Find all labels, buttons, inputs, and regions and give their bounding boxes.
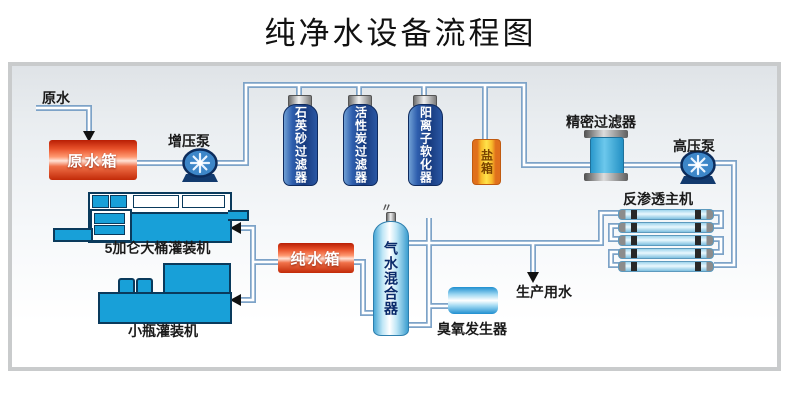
quartz-sand-filter: 石英砂过滤器: [283, 104, 318, 186]
ro-membrane-tube: [618, 222, 714, 233]
arrow-into-raw-tank: [83, 131, 95, 142]
high-pressure-pump-label: 高压泵: [673, 138, 715, 154]
machine-cell: [92, 195, 109, 208]
arrow-into-gallon-filler: [230, 222, 241, 234]
gallon-filler-outlet: [228, 210, 249, 221]
raw-water-tank: 原水箱: [49, 140, 137, 180]
carbon-filter-label: 活性炭过滤器: [353, 106, 368, 184]
cation-softener: 阳离子软化器: [408, 104, 443, 186]
precision-filter-body: [590, 137, 624, 176]
ro-membrane-tube: [618, 261, 714, 272]
page-title: 纯净水设备流程图: [264, 16, 537, 51]
ro-membrane-tube: [618, 209, 714, 220]
production-water-label: 生产用水: [516, 284, 572, 300]
high-pressure-pump-icon: [680, 150, 716, 184]
arrow-production-water: [527, 272, 539, 283]
pipe-core: [36, 83, 736, 327]
precision-filter-top-flange: [584, 130, 628, 138]
activated-carbon-filter: 活性炭过滤器: [343, 104, 378, 186]
reverse-osmosis-label: 反渗透主机: [623, 191, 693, 207]
salt-tank-label: 盐箱: [479, 149, 494, 175]
cabinet-bar: [94, 225, 125, 235]
quartz-filter-label: 石英砂过滤器: [293, 106, 308, 184]
cabinet-bar: [94, 213, 125, 224]
booster-pump-icon: [182, 148, 218, 182]
gallon-filler-conveyor: [53, 228, 93, 242]
bottle-filling-machine-body: [98, 292, 232, 324]
salt-tank: 盐箱: [472, 139, 501, 185]
gas-water-mixer-label: 气水混合器: [383, 241, 399, 316]
cation-softener-label: 阳离子软化器: [418, 106, 433, 184]
mixer-vent-mark: 〃: [381, 202, 392, 214]
arrow-into-bottle-filler: [230, 294, 241, 306]
machine-top-strip: [88, 192, 232, 214]
raw-water-label: 原水: [42, 90, 70, 106]
ozone-generator: [448, 287, 498, 314]
pure-water-tank: 纯水箱: [278, 243, 354, 273]
machine-window: [182, 195, 225, 208]
gallon-filling-machine-label: 5加仑大桶灌装机: [104, 240, 211, 256]
ro-membrane-tube: [618, 248, 714, 259]
machine-window: [133, 195, 179, 208]
precision-filter-bottom-flange: [584, 173, 628, 181]
precision-filter-label: 精密过滤器: [566, 114, 636, 130]
gas-water-mixer: 气水混合器: [373, 221, 409, 336]
ro-membrane-tube: [618, 235, 714, 246]
gallon-filler-cabinet: [90, 209, 132, 242]
ozone-generator-label: 臭氧发生器: [437, 321, 507, 337]
bottle-filling-machine-label: 小瓶灌装机: [128, 323, 198, 339]
booster-pump-label: 增压泵: [168, 133, 210, 149]
machine-cell: [110, 195, 127, 208]
